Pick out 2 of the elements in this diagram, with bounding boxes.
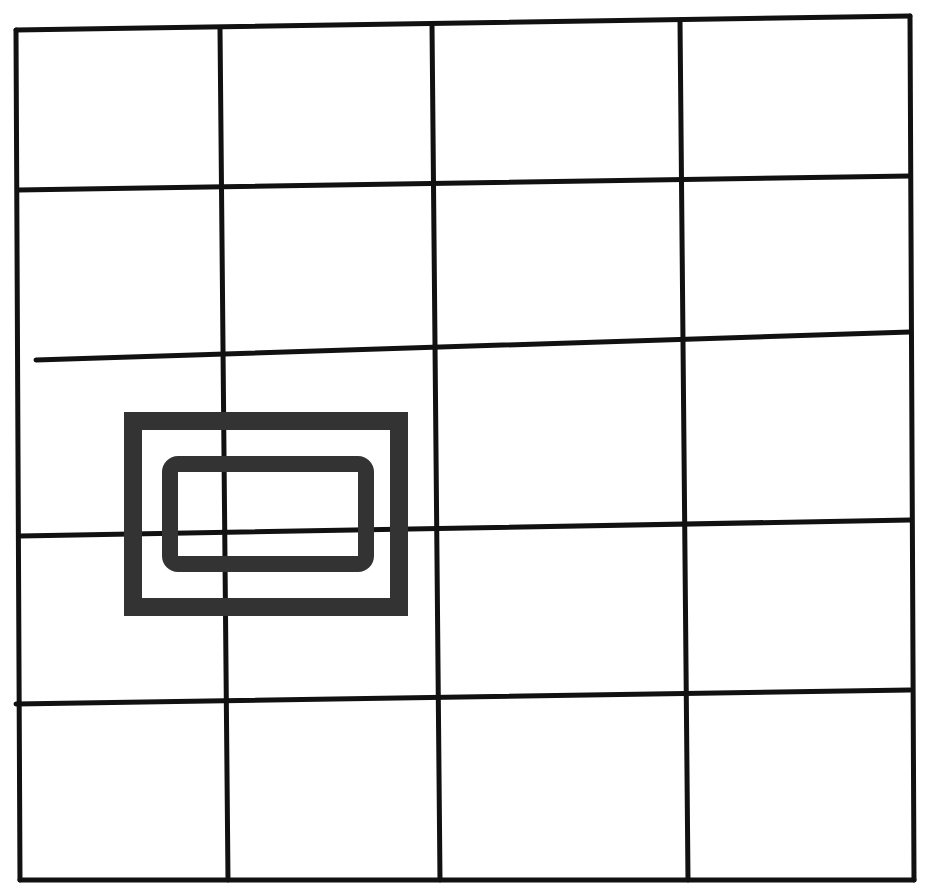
inner-rectangle-outline	[162, 456, 374, 572]
rectangle-outline	[124, 412, 408, 616]
